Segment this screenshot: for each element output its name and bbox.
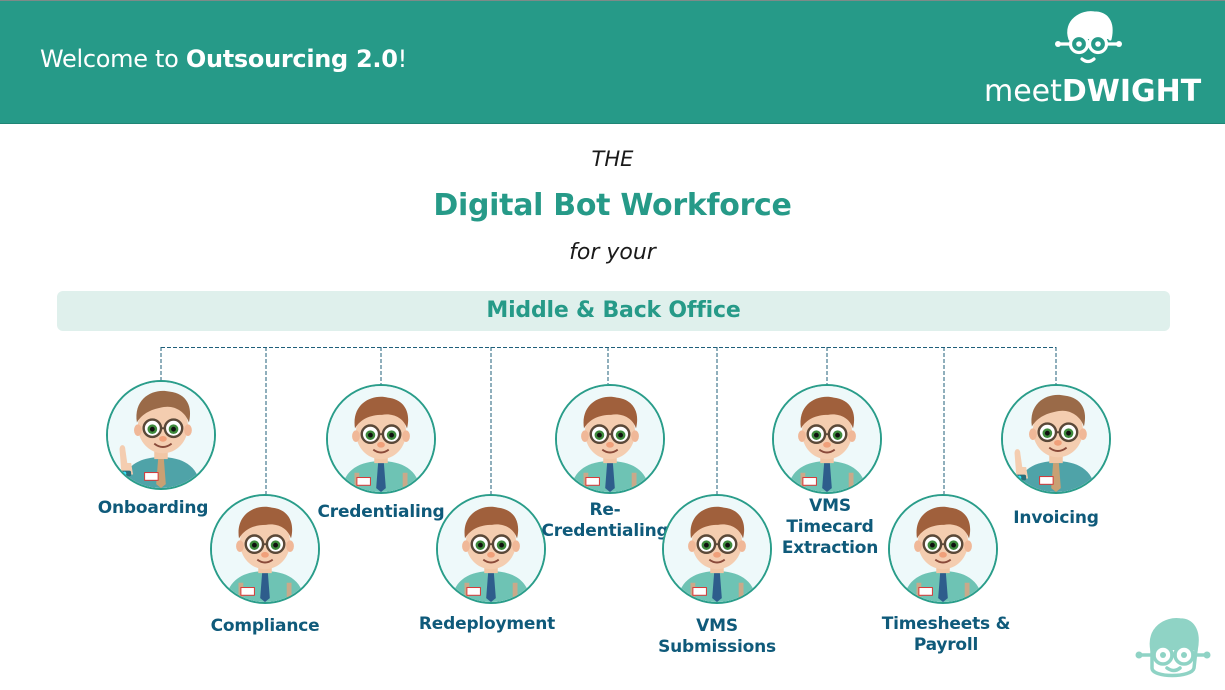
bot-label: Compliance (210, 616, 320, 636)
hero-line-the: THE (591, 147, 634, 171)
bot-label: Onboarding (97, 498, 209, 518)
bot-character-icon (328, 386, 434, 492)
bot-avatar (888, 494, 998, 604)
bot-avatar (210, 494, 320, 604)
bot-character-icon (664, 496, 770, 602)
bot-character-pointing-icon (108, 382, 214, 488)
dwight-face-icon (1135, 618, 1211, 678)
bot-avatar (106, 380, 216, 490)
bot-avatar (436, 494, 546, 604)
bot-label: Invoicing (1013, 508, 1099, 528)
bot-character-icon (438, 496, 544, 602)
bot-label: Redeployment (418, 614, 556, 634)
header-bar: Welcome to Outsourcing 2.0! meetDWIGHT (0, 0, 1225, 124)
band-label: Middle & Back Office (486, 298, 741, 323)
bot-label: Timesheets &Payroll (881, 614, 1011, 655)
bot-character-icon (890, 496, 996, 602)
bot-label: Re-Credentialing (541, 500, 669, 541)
bot-character-icon (212, 496, 318, 602)
bot-avatar (326, 384, 436, 494)
hero-line-for-your: for your (569, 240, 656, 265)
bot-label: Credentialing (317, 502, 445, 522)
logo-wordmark: meetDWIGHT (984, 74, 1202, 109)
bot-avatar (662, 494, 772, 604)
middle-back-office-band: Middle & Back Office (57, 291, 1170, 331)
hero-headline: Digital Bot Workforce (433, 188, 792, 223)
bot-avatar (1001, 384, 1111, 494)
welcome-title: Welcome to Outsourcing 2.0! (40, 45, 407, 73)
bot-character-icon (774, 386, 880, 492)
bot-avatar (555, 384, 665, 494)
meet-dwight-logo: meetDWIGHT (982, 9, 1202, 109)
dwight-face-icon (1055, 11, 1122, 64)
bot-character-icon (557, 386, 663, 492)
bot-avatar (772, 384, 882, 494)
bot-character-pointing-icon (1003, 386, 1109, 492)
